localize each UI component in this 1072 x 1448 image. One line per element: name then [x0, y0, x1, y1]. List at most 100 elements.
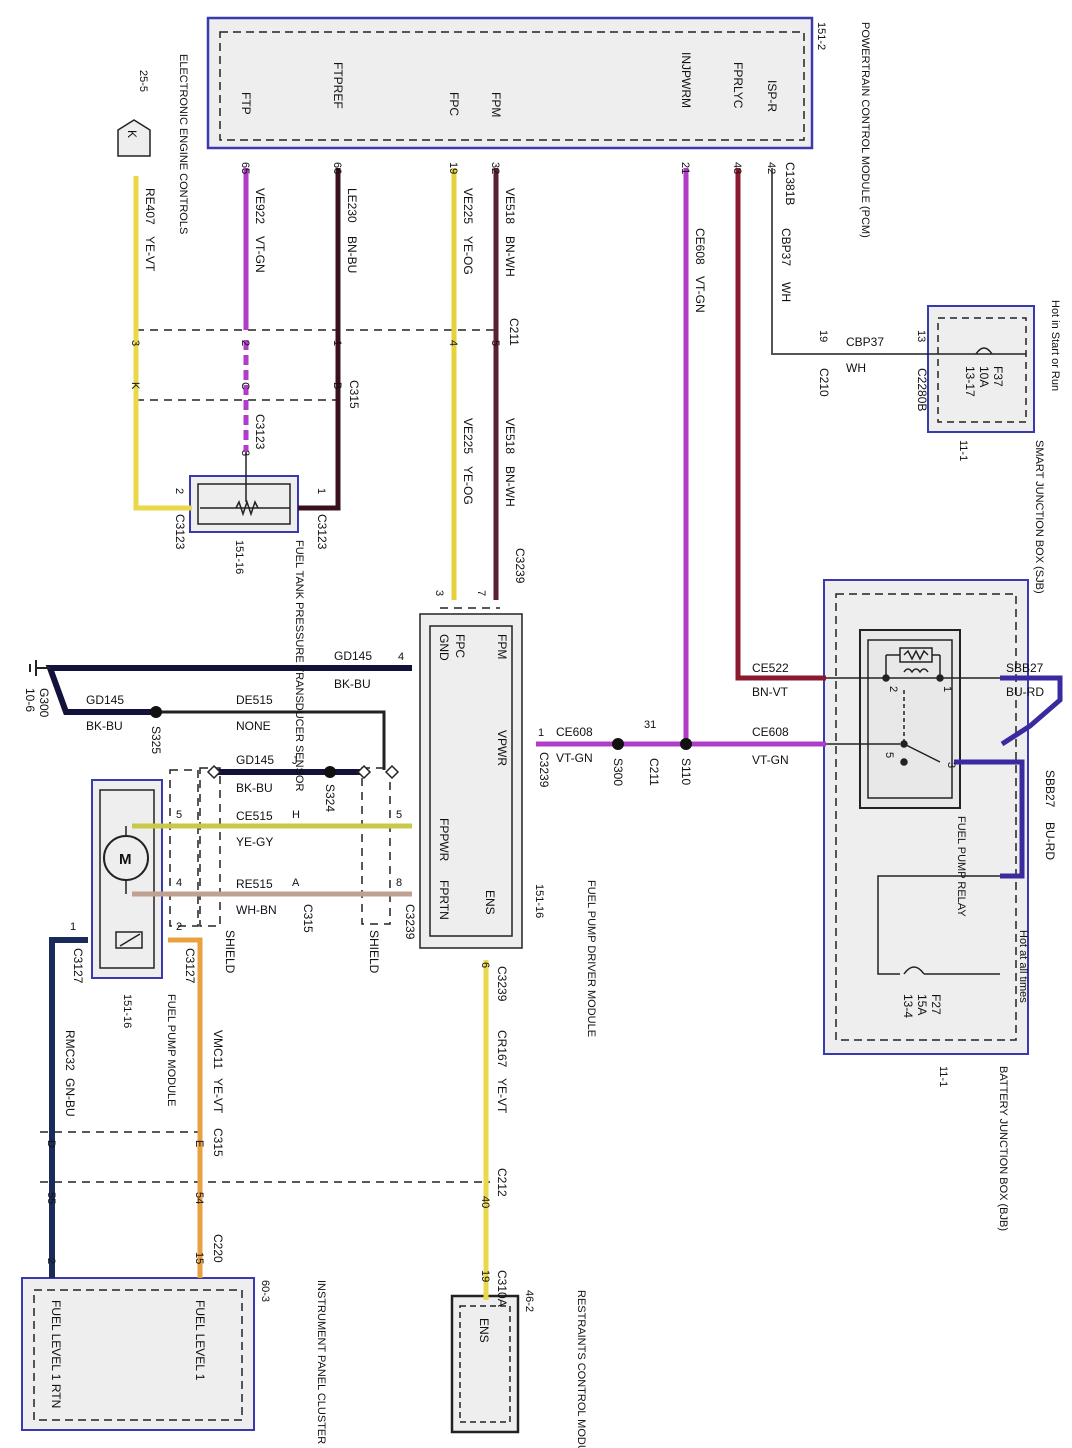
pin-h: H [292, 809, 300, 821]
ground-symbol [29, 660, 50, 676]
conn-c3123-left: C3123 [173, 514, 187, 550]
sensor-title: FUEL TANK PRESSURE TRANSDUCER SENSOR [293, 540, 305, 791]
pin-19: 19 [447, 162, 459, 174]
wire-label-ce522: CE522 [752, 661, 789, 675]
wire-color-ve922: VT-GN [253, 236, 267, 273]
fpdm-pin-fpm: FPM [495, 634, 509, 659]
ipc-title: INSTRUMENT PANEL CLUSTER (IPC) [315, 1280, 327, 1448]
wire-color-ve518b: BN-WH [503, 466, 517, 507]
pin-19-rcm: 19 [479, 1270, 491, 1282]
conn-c3127-right: C3127 [183, 948, 197, 984]
fpdm-ref: 151-16 [533, 884, 545, 918]
pcm-pin-ftp: FTP [239, 92, 253, 115]
wires [45, 168, 1063, 1300]
ipc-pin-level: FUEL LEVEL 1 [193, 1300, 207, 1381]
splice-s110 [680, 738, 692, 750]
fuel-tank-pressure-sensor [189, 475, 299, 533]
conn-c212: C212 [495, 1168, 509, 1197]
wire-label-de515: DE515 [236, 693, 273, 707]
pcm-ref: 151-2 [815, 22, 827, 50]
smart-junction-box [927, 305, 1035, 433]
motor-label: M [119, 851, 132, 868]
pcm-pin-isp-r: ISP-R [765, 80, 779, 112]
shield-diamonds [206, 764, 400, 780]
bjb-fuse-ref: 13-4 [901, 994, 915, 1018]
pcm-module [206, 16, 814, 150]
fpdm-pin-fprtn: FPRTN [437, 880, 451, 920]
fpdm-pin-vpwr: VPWR [495, 730, 509, 766]
wire-label-sbb27b: SBB27 [1043, 770, 1057, 808]
pin-a: A [292, 877, 300, 889]
wire-sbb27b [954, 759, 1025, 879]
fpdm-pin-ens: ENS [483, 890, 497, 915]
shield-label-left: SHIELD [223, 930, 237, 974]
wire-color-ce515: YE-GY [236, 835, 273, 849]
wire-label-gd145: GD145 [334, 649, 372, 663]
pin-8-fpdm: 8 [396, 877, 402, 889]
pin-4-pump: 4 [176, 877, 182, 889]
conn-c3239-pump: C3239 [403, 904, 417, 940]
ground-ref: 10-6 [23, 688, 37, 712]
wire-color-ce608: VT-GN [693, 276, 707, 313]
wire-label-rmc32: RMC32 [63, 1030, 77, 1071]
pin-3-c211: 3 [129, 340, 141, 346]
pin-d: D [45, 1140, 57, 1148]
sjb-hot: Hot in Start or Run [1049, 300, 1061, 391]
eec-title: ELECTRONIC ENGINE CONTROLS [177, 54, 189, 234]
eec-ref: 25-5 [137, 70, 149, 92]
conn-c3123-mid: C3123 [253, 414, 267, 450]
wire-gd145 [45, 665, 412, 715]
wire-color-ce608-bjb: VT-GN [752, 753, 789, 767]
pin-5-pump: 5 [176, 809, 182, 821]
relay-pin-5: 5 [883, 752, 895, 758]
splice-label-s300: S300 [611, 758, 625, 786]
wire-vmc11 [168, 937, 203, 1278]
pcm-pin-injpwrm: INJPWRM [679, 52, 693, 108]
wire-label-gd145-2: GD145 [86, 693, 124, 707]
shield-label-right: SHIELD [367, 930, 381, 974]
fpdm-title: FUEL PUMP DRIVER MODULE [585, 880, 597, 1037]
wire-color-gd145-3: BK-BU [236, 781, 273, 795]
fpdm-pin-gnd: GND [437, 634, 451, 661]
fpdm-pin-fpc: FPC [453, 634, 467, 658]
splice-s325 [150, 706, 162, 718]
wire-label-cbp37-h: CBP37 [846, 335, 884, 349]
wire-label-gd145-3: GD145 [236, 753, 274, 767]
pin-7-fpdm: 7 [475, 590, 487, 596]
relay-pin-3: 3 [945, 762, 957, 768]
conn-c3239-vpwr: C3239 [537, 752, 551, 788]
bjb-fuse: F27 [929, 994, 943, 1015]
bjb-amp: 15A [915, 994, 929, 1015]
pin-65: 65 [239, 162, 251, 174]
svg-text:POWERTRAIN CONTROL MODULE (PCM: POWERTRAIN CONTROL MODULE (PCM) [859, 22, 871, 238]
pin-1-pump: 1 [70, 921, 76, 933]
wire-color-gd145: BK-BU [334, 677, 371, 691]
pin-2-c211: 2 [239, 340, 251, 346]
wire-color-gd145-2: BK-BU [86, 719, 123, 733]
wire-label-ve518: VE518 [503, 188, 517, 224]
bjb-ref: 11-1 [937, 1066, 949, 1087]
pin-19-c210: 19 [817, 330, 829, 342]
wire-color-rmc32: GN-BU [63, 1078, 77, 1117]
pin-40: 40 [479, 1196, 491, 1208]
conn-c3239-top: C3239 [513, 548, 527, 584]
relay-internals [882, 647, 944, 766]
splice-s324 [324, 766, 336, 778]
conn-c315-pump: C315 [301, 904, 315, 933]
pin-15: 15 [193, 1252, 205, 1264]
bjb-title: BATTERY JUNCTION BOX (BJB) [997, 1066, 1009, 1231]
conn-c310a: C310A [495, 1270, 509, 1307]
relay-pin-2: 2 [887, 686, 899, 692]
pump-ref: 151-16 [121, 994, 133, 1028]
wire-label-ce515: CE515 [236, 809, 273, 823]
sensor-ref: 151-16 [233, 540, 245, 574]
pin-5-c211: 5 [489, 340, 501, 346]
conn-c211-mid: C211 [647, 758, 661, 786]
fuse-f37 [975, 347, 993, 355]
wire-label-ve225: VE225 [461, 188, 475, 224]
splice-label-s110: S110 [679, 758, 693, 785]
pin-13: 13 [915, 330, 927, 342]
eec-terminal [117, 119, 151, 157]
pin-5-fpdm: 5 [396, 809, 402, 821]
wire-label-re515: RE515 [236, 877, 273, 891]
